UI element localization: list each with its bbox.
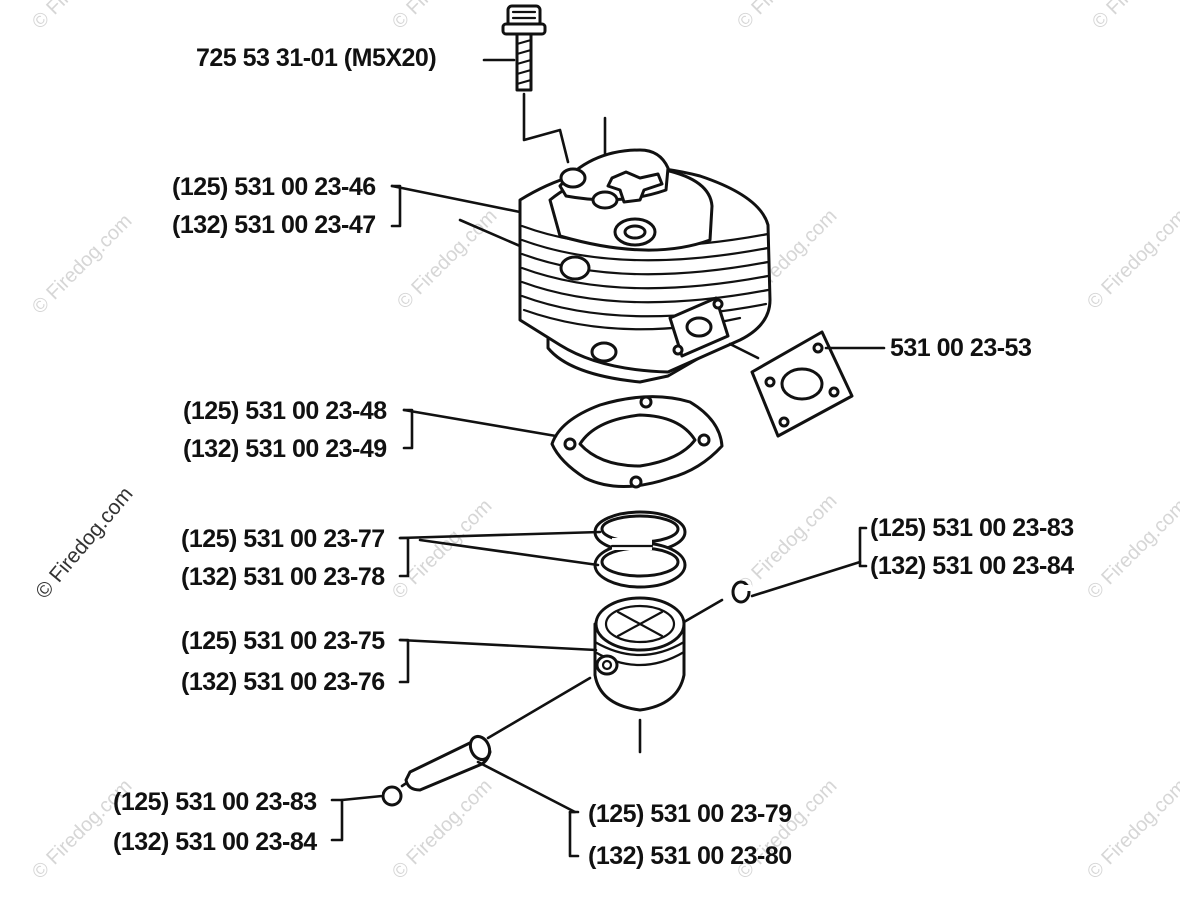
leader-lines (330, 58, 886, 858)
watermark: © Firedog.com (1083, 205, 1180, 314)
watermark: © Firedog.com (1083, 495, 1180, 604)
piston-pin-part-number-132: (132) 531 00 23-80 (588, 842, 792, 870)
piston-pin-part-number-125: (125) 531 00 23-79 (588, 800, 792, 828)
watermark: © Firedog.com (1088, 0, 1180, 34)
watermark-prominent: © Firedog.com (31, 483, 137, 604)
watermark: © Firedog.com (393, 205, 502, 314)
base-gasket-icon (550, 395, 724, 489)
watermark: © Firedog.com (1083, 775, 1180, 884)
cylinder-icon (518, 148, 772, 384)
circlip-left-part-number-132: (132) 531 00 23-84 (113, 828, 317, 856)
base-gasket-part-number-132: (132) 531 00 23-49 (183, 435, 387, 463)
watermark: © Firedog.com (733, 0, 842, 34)
cylinder-part-number-132: (132) 531 00 23-47 (172, 211, 376, 239)
circlip-right-part-number-125: (125) 531 00 23-83 (870, 514, 1074, 542)
watermark: © Firedog.com (733, 490, 842, 599)
base-gasket-part-number-125: (125) 531 00 23-48 (183, 397, 387, 425)
piston-ring-part-number-125: (125) 531 00 23-77 (181, 525, 385, 553)
circlip-right-part-number-132: (132) 531 00 23-84 (870, 552, 1074, 580)
circlip-left-part-number-125: (125) 531 00 23-83 (113, 788, 317, 816)
cylinder-part-number-125: (125) 531 00 23-46 (172, 173, 376, 201)
screw-axis (522, 92, 607, 164)
circlip-icon (731, 580, 752, 604)
part-labels: 725 53 31-01 (M5X20) (125) 531 00 23-46 … (113, 44, 1075, 870)
piston-icon (593, 596, 686, 712)
exhaust-gasket-icon (750, 330, 854, 438)
screw-part-number: 725 53 31-01 (M5X20) (196, 44, 436, 72)
watermark: © Firedog.com (388, 775, 497, 884)
piston-part-number-125: (125) 531 00 23-75 (181, 627, 385, 655)
piston-pin-icon (404, 734, 492, 792)
watermark: © Firedog.com (28, 210, 137, 319)
piston-ring-icon (593, 538, 687, 589)
piston-ring-part-number-132: (132) 531 00 23-78 (181, 563, 385, 591)
screw-icon (501, 4, 547, 92)
watermark: © Firedog.com (28, 0, 137, 34)
piston-part-number-132: (132) 531 00 23-76 (181, 668, 385, 696)
exhaust-gasket-part-number: 531 00 23-53 (890, 334, 1031, 362)
watermark: © Firedog.com (388, 0, 497, 34)
